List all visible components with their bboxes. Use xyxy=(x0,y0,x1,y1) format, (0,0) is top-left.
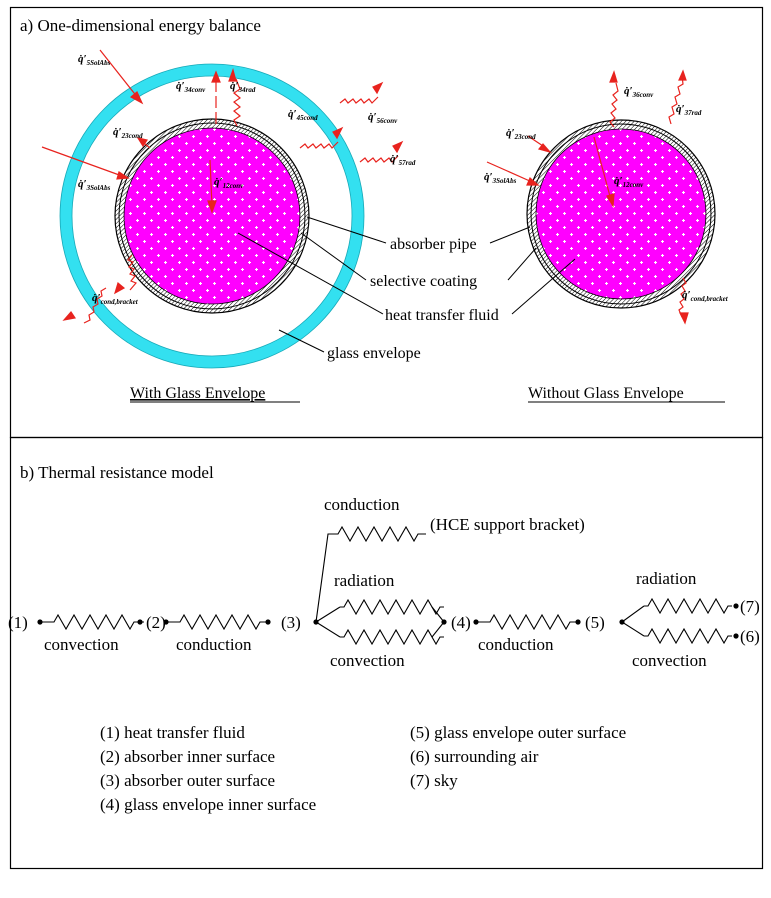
bare-heat-transfer-fluid-region xyxy=(535,128,707,300)
with-glass-flux-labels: q̇′5SolAbs q̇′34conv q̇′34rad q̇′45cond … xyxy=(78,53,416,306)
heat-transfer-fluid-label: heat transfer fluid xyxy=(385,307,499,324)
legend-item: (2) absorber inner surface xyxy=(100,747,275,766)
flux-label: q̇′cond,bracket xyxy=(92,292,139,306)
figure-frame xyxy=(9,6,764,870)
node-4-label: (4) xyxy=(451,613,471,632)
node-6-label: (6) xyxy=(740,627,760,646)
network-node-dots xyxy=(37,603,739,639)
thermal-resistance-network xyxy=(40,525,732,646)
r45-label: conduction xyxy=(478,635,554,654)
absorber-pipe-label: absorber pipe xyxy=(390,236,477,253)
node-2-label: (2) xyxy=(146,613,166,632)
r23-label: conduction xyxy=(176,635,252,654)
node-5-label: (5) xyxy=(585,613,605,632)
flux-label: q̇′3SolAbs xyxy=(484,171,517,185)
without-glass-flux-labels: q̇′36conv q̇′37rad q̇′23cond q̇′3SolAbs … xyxy=(484,85,729,303)
flux-label: q̇′34rad xyxy=(230,80,256,94)
r34-top-label: radiation xyxy=(334,571,395,590)
heat-flux-arrows xyxy=(41,49,689,325)
r12-label: convection xyxy=(44,635,119,654)
flux-label: q̇′23cond xyxy=(113,126,143,140)
flux-label: q̇′36conv xyxy=(624,85,654,99)
flux-label: q̇′37rad xyxy=(676,103,702,117)
legend-item: (3) absorber outer surface xyxy=(100,771,275,790)
node-1-label: (1) xyxy=(8,613,28,632)
flux-label: q̇′3SolAbs xyxy=(78,178,111,192)
with-glass-envelope-drawing xyxy=(59,63,365,369)
flux-label: q̇′23cond xyxy=(506,127,536,141)
flux-label: q̇′57rad xyxy=(390,153,416,167)
flux-label: q̇′12conv xyxy=(214,176,244,190)
r56-label: convection xyxy=(632,651,707,670)
legend-item: (5) glass envelope outer surface xyxy=(410,723,626,742)
without-glass-title: Without Glass Envelope xyxy=(528,385,684,402)
flux-label: q̇′12conv xyxy=(614,175,644,189)
legend-item: (7) sky xyxy=(410,771,458,790)
flux-label: q̇′34conv xyxy=(176,80,206,94)
without-glass-envelope-drawing xyxy=(526,119,716,309)
glass-envelope-label: glass envelope xyxy=(327,345,421,362)
node-legend: (1) heat transfer fluid (2) absorber inn… xyxy=(100,723,626,814)
bracket-resistor-label: conduction xyxy=(324,495,400,514)
flux-label: q̇′5SolAbs xyxy=(78,53,111,67)
flux-label: q̇′45cond xyxy=(288,108,318,122)
heat-transfer-fluid-region xyxy=(123,127,301,305)
legend-item: (1) heat transfer fluid xyxy=(100,723,245,742)
callout-leaders xyxy=(237,216,576,353)
panel-b-title: b) Thermal resistance model xyxy=(20,463,214,482)
flux-label: q̇′cond,bracket xyxy=(682,289,729,303)
flux-label: q̇′56conv xyxy=(368,111,398,125)
panel-a-title: a) One-dimensional energy balance xyxy=(20,16,261,35)
r34-bottom-label: convection xyxy=(330,651,405,670)
selective-coating-label: selective coating xyxy=(370,273,477,290)
legend-item: (6) surrounding air xyxy=(410,747,539,766)
node-7-label: (7) xyxy=(740,597,760,616)
glass-envelope-ring xyxy=(60,64,364,368)
with-glass-title: With Glass Envelope xyxy=(130,385,265,402)
legend-item: (4) glass envelope inner surface xyxy=(100,795,316,814)
node-3-label: (3) xyxy=(281,613,301,632)
r57-label: radiation xyxy=(636,569,697,588)
bracket-note-label: (HCE support bracket) xyxy=(430,515,585,534)
